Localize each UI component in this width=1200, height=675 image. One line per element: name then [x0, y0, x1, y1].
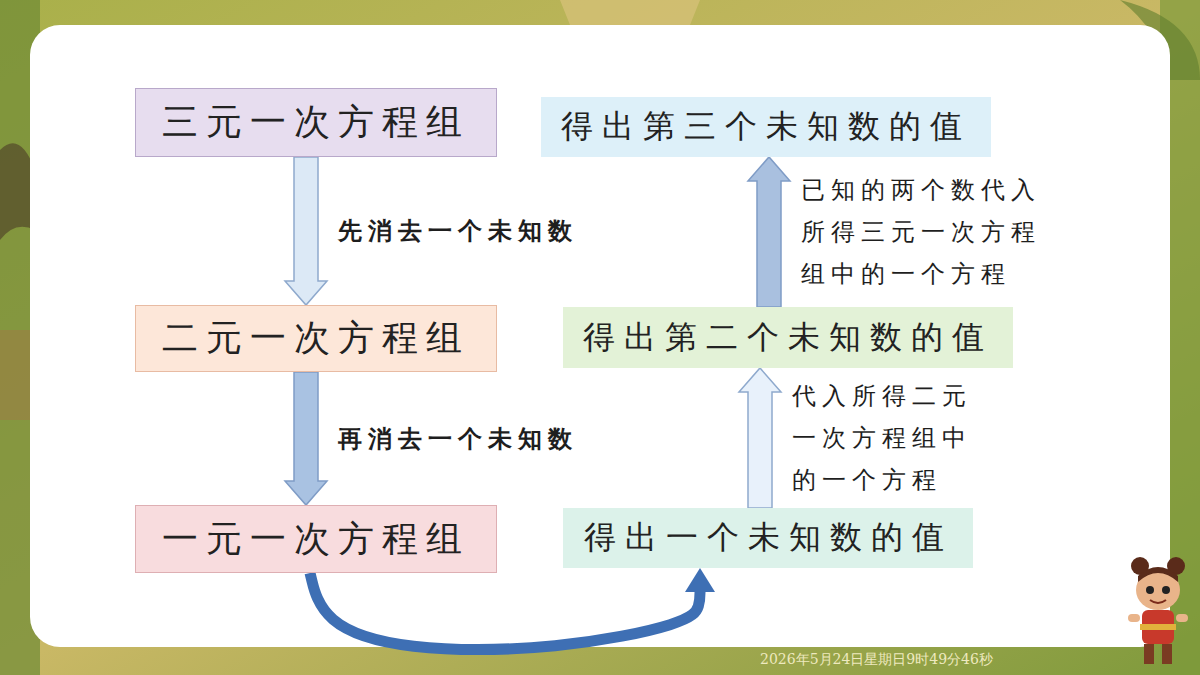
- process-box: 得出第二个未知数的值: [563, 307, 1013, 368]
- process-box: 得出第三个未知数的值: [541, 97, 991, 157]
- process-box: 三元一次方程组: [135, 88, 497, 157]
- edge-label: 已知的两个数代入所得三元一次方程组中的一个方程: [801, 169, 1051, 295]
- block-arrow: [739, 368, 781, 508]
- block-arrow: [285, 372, 327, 505]
- edge-label: 再消去一个未知数: [338, 418, 600, 460]
- box-label: 二元一次方程组: [162, 314, 470, 363]
- block-arrow: [748, 157, 790, 307]
- cartoon-character: [1118, 552, 1198, 672]
- block-arrow: [285, 157, 327, 305]
- box-label: 得出第二个未知数的值: [583, 316, 993, 360]
- watermark: 2026年5月24日星期日9时49分46秒: [760, 651, 993, 669]
- process-box: 二元一次方程组: [135, 305, 497, 372]
- edge-label: 代入所得二元一次方程组中的一个方程: [792, 375, 982, 501]
- curved-arrow: [310, 573, 700, 649]
- process-box: 一元一次方程组: [135, 505, 497, 573]
- box-label: 一元一次方程组: [162, 515, 470, 564]
- box-label: 三元一次方程组: [162, 98, 470, 147]
- process-box: 得出一个未知数的值: [563, 508, 973, 568]
- box-label: 得出一个未知数的值: [584, 516, 953, 560]
- box-label: 得出第三个未知数的值: [561, 105, 971, 149]
- edge-label: 先消去一个未知数: [338, 210, 600, 252]
